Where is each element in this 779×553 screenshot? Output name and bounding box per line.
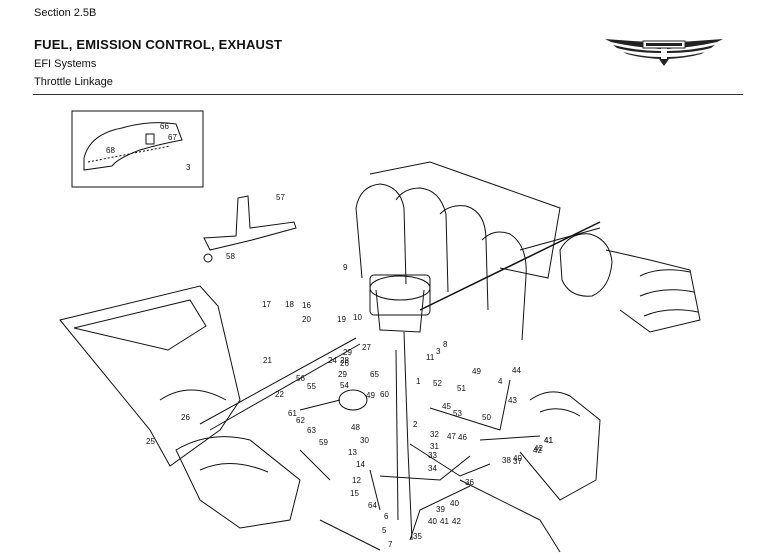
callout-label: 42 <box>452 517 461 526</box>
callout-label: 15 <box>350 489 359 498</box>
callout-label: 32 <box>430 430 439 439</box>
callout-label: 61 <box>288 409 297 418</box>
callout-label: 5 <box>382 526 387 535</box>
callout-label: 39 <box>436 505 445 514</box>
callout-label: 27 <box>362 343 371 352</box>
section-number: Section 2.5B <box>34 7 97 19</box>
callout-label: 52 <box>433 379 442 388</box>
callout-label: 2 <box>413 420 418 429</box>
callout-label: 10 <box>353 313 362 322</box>
callout-label: 51 <box>457 384 466 393</box>
page-subtitle: EFI Systems <box>34 58 97 70</box>
callout-label: 45 <box>442 402 451 411</box>
callout-label: 41 <box>544 436 553 445</box>
callout-label: 28 <box>340 356 349 365</box>
callout-label: 22 <box>275 390 284 399</box>
callout-label: 8 <box>443 340 448 349</box>
callout-label: 58 <box>226 252 235 261</box>
callout-label: 21 <box>263 356 272 365</box>
callout-label: 37 <box>513 457 522 466</box>
callout-label: 56 <box>296 374 305 383</box>
callout-label: 25 <box>146 437 155 446</box>
page-title: FUEL, EMISSION CONTROL, EXHAUST <box>34 37 283 52</box>
exhaust-pipe <box>319 391 601 553</box>
linkage-rods <box>199 337 541 511</box>
callout-label: 4 <box>498 377 503 386</box>
callout-label: 40 <box>428 517 437 526</box>
callout-label: 62 <box>296 416 305 425</box>
callout-label: 68 <box>106 146 115 155</box>
callout-label: 64 <box>368 501 377 510</box>
throttle-body <box>559 233 701 333</box>
callout-label: 59 <box>319 438 328 447</box>
callout-label: 53 <box>453 409 462 418</box>
callout-label: 12 <box>352 476 361 485</box>
callout-label: 38 <box>502 456 511 465</box>
header-divider <box>33 94 743 95</box>
callout-label: 29 <box>338 370 347 379</box>
callout-label: 7 <box>388 540 393 549</box>
callout-label: 17 <box>262 300 271 309</box>
callout-label: 40 <box>450 499 459 508</box>
callout-label: 26 <box>181 413 190 422</box>
callout-label: 41 <box>440 517 449 526</box>
callout-label: 48 <box>351 423 360 432</box>
callout-label: 57 <box>276 193 285 202</box>
callout-label: 67 <box>168 133 177 142</box>
callout-label: 42 <box>534 444 543 453</box>
callout-label: 29 <box>343 348 352 357</box>
callout-label: 55 <box>307 382 316 391</box>
callout-label: 44 <box>512 366 521 375</box>
callout-label: 36 <box>465 478 474 487</box>
callout-label: 11 <box>426 353 435 362</box>
callout-label: 63 <box>307 426 316 435</box>
callout-label: 16 <box>302 301 311 310</box>
callout-label: 40 <box>513 454 522 463</box>
callout-label: 13 <box>348 448 357 457</box>
callout-label: 54 <box>340 381 349 390</box>
callout-label: 35 <box>413 532 422 541</box>
callout-label: 3 <box>436 347 441 356</box>
intake-manifold <box>355 161 601 341</box>
callout-label: 33 <box>428 451 437 460</box>
callout-label: 41 <box>544 436 553 445</box>
callout-label: 19 <box>337 315 346 324</box>
callout-label: 24 <box>328 356 337 365</box>
callout-label: 1 <box>416 377 421 386</box>
callout-label: 46 <box>458 433 467 442</box>
callout-label: 26 <box>340 359 349 368</box>
page-subsubtitle: Throttle Linkage <box>34 76 113 88</box>
winged-brand-logo-icon <box>605 39 723 66</box>
callout-label: 66 <box>160 122 169 131</box>
callout-label: 6 <box>384 512 389 521</box>
callout-label: 49 <box>366 391 375 400</box>
callout-label: 49 <box>472 367 481 376</box>
callout-label: 50 <box>482 413 491 422</box>
left-manifold <box>59 285 301 529</box>
inset-detail <box>71 110 204 188</box>
callout-label: 9 <box>343 263 348 272</box>
callout-label: 18 <box>285 300 294 309</box>
callout-label: 43 <box>508 396 517 405</box>
callout-label: 60 <box>380 390 389 399</box>
callout-label: 31 <box>430 442 439 451</box>
throttle-actuator <box>299 275 491 541</box>
exploded-parts-diagram: 66 67 68 3 57 58 9 17 18 16 20 19 10 8 1… <box>59 110 701 553</box>
callout-labels: 66 67 68 3 57 58 9 17 18 16 20 19 10 8 1… <box>106 122 553 549</box>
callout-label: 34 <box>428 464 437 473</box>
callout-label: 3 <box>186 163 191 172</box>
callout-label: 42 <box>533 446 542 455</box>
callout-label: 14 <box>356 460 365 469</box>
callout-label: 20 <box>302 315 311 324</box>
page-header: Section 2.5B FUEL, EMISSION CONTROL, EXH… <box>0 0 779 100</box>
callout-label: 47 <box>447 432 456 441</box>
callout-label: 30 <box>360 436 369 445</box>
support-bracket <box>203 195 297 263</box>
callout-label: 65 <box>370 370 379 379</box>
